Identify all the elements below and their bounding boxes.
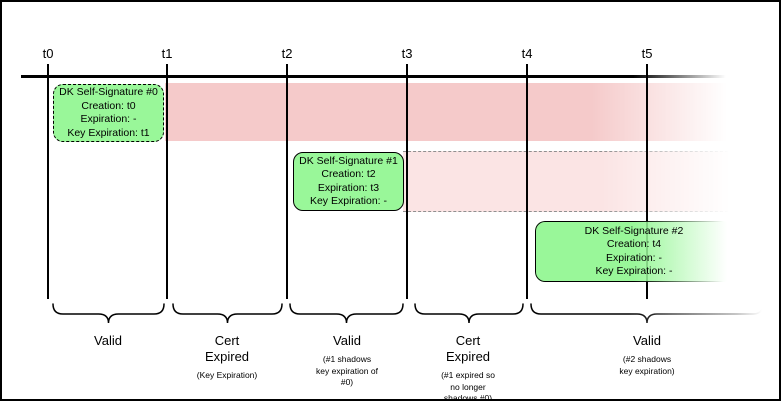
signature-title: DK Self-Signature #0 [59, 86, 158, 98]
signature-box-1: DK Self-Signature #1 Creation: t2 Expira… [293, 152, 404, 211]
brace-period-2 [289, 303, 404, 324]
tick-line-t1 [166, 64, 168, 299]
period-label-0: Valid [23, 333, 193, 354]
period-label-1: Cert Expired (Key Expiration) [142, 333, 312, 382]
signature-box-2: DK Self-Signature #2 Creation: t4 Expira… [535, 221, 733, 282]
brace-period-3 [414, 303, 524, 324]
brace-period-1 [172, 303, 283, 324]
tick-label-t3: t3 [401, 46, 413, 61]
tick-line-t0 [47, 64, 49, 299]
signature-key-expiration: Key Expiration: - [309, 195, 388, 207]
tick-label-t2: t2 [281, 46, 293, 61]
signature-expiration: Expiration: - [605, 251, 663, 264]
period-title: Valid [94, 333, 122, 348]
period-note: (#2 shadows key expiration) [619, 354, 675, 376]
period-label-3: Cert Expired (#1 expired so no longer sh… [383, 333, 553, 401]
signature-creation: Creation: t4 [606, 238, 662, 250]
cert-expired-band [403, 151, 733, 212]
period-note: (#1 shadows key expiration of #0) [316, 354, 378, 387]
period-title: Cert Expired [445, 333, 491, 364]
tick-label-t0: t0 [42, 46, 54, 61]
signature-key-expiration: Key Expiration: t1 [67, 126, 150, 139]
timeline-axis [21, 75, 733, 78]
tick-label-t4: t4 [521, 46, 533, 61]
signature-key-expiration: Key Expiration: - [595, 265, 673, 277]
tick-line-t3 [406, 64, 408, 299]
period-note: (#1 expired so no longer shadows #0) [441, 370, 495, 401]
signature-expiration: Expiration: t3 [317, 181, 380, 194]
brace-period-4 [530, 303, 764, 324]
key-expired-band [165, 83, 733, 141]
period-note: (Key Expiration) [196, 370, 258, 380]
tick-line-t4 [526, 64, 528, 299]
signature-expiration: Expiration: - [80, 113, 137, 125]
tick-label-t1: t1 [161, 46, 173, 61]
brace-period-0 [52, 303, 165, 324]
signature-title: DK Self-Signature #2 [584, 224, 684, 237]
period-title: Cert Expired [204, 333, 250, 364]
signature-box-0: DK Self-Signature #0 Creation: t0 Expira… [53, 84, 164, 142]
signature-creation: Creation: t2 [321, 168, 376, 180]
period-label-2: Valid (#1 shadows key expiration of #0) [262, 333, 432, 389]
period-title: Valid [633, 333, 661, 348]
period-title: Valid [333, 333, 361, 348]
tick-label-t5: t5 [641, 46, 653, 61]
signature-creation: Creation: t0 [81, 99, 136, 112]
tick-line-t2 [286, 64, 288, 299]
tick-line-t5 [646, 64, 648, 299]
signature-title: DK Self-Signature #1 [299, 154, 398, 167]
period-label-4: Valid (#2 shadows key expiration) [562, 333, 732, 377]
